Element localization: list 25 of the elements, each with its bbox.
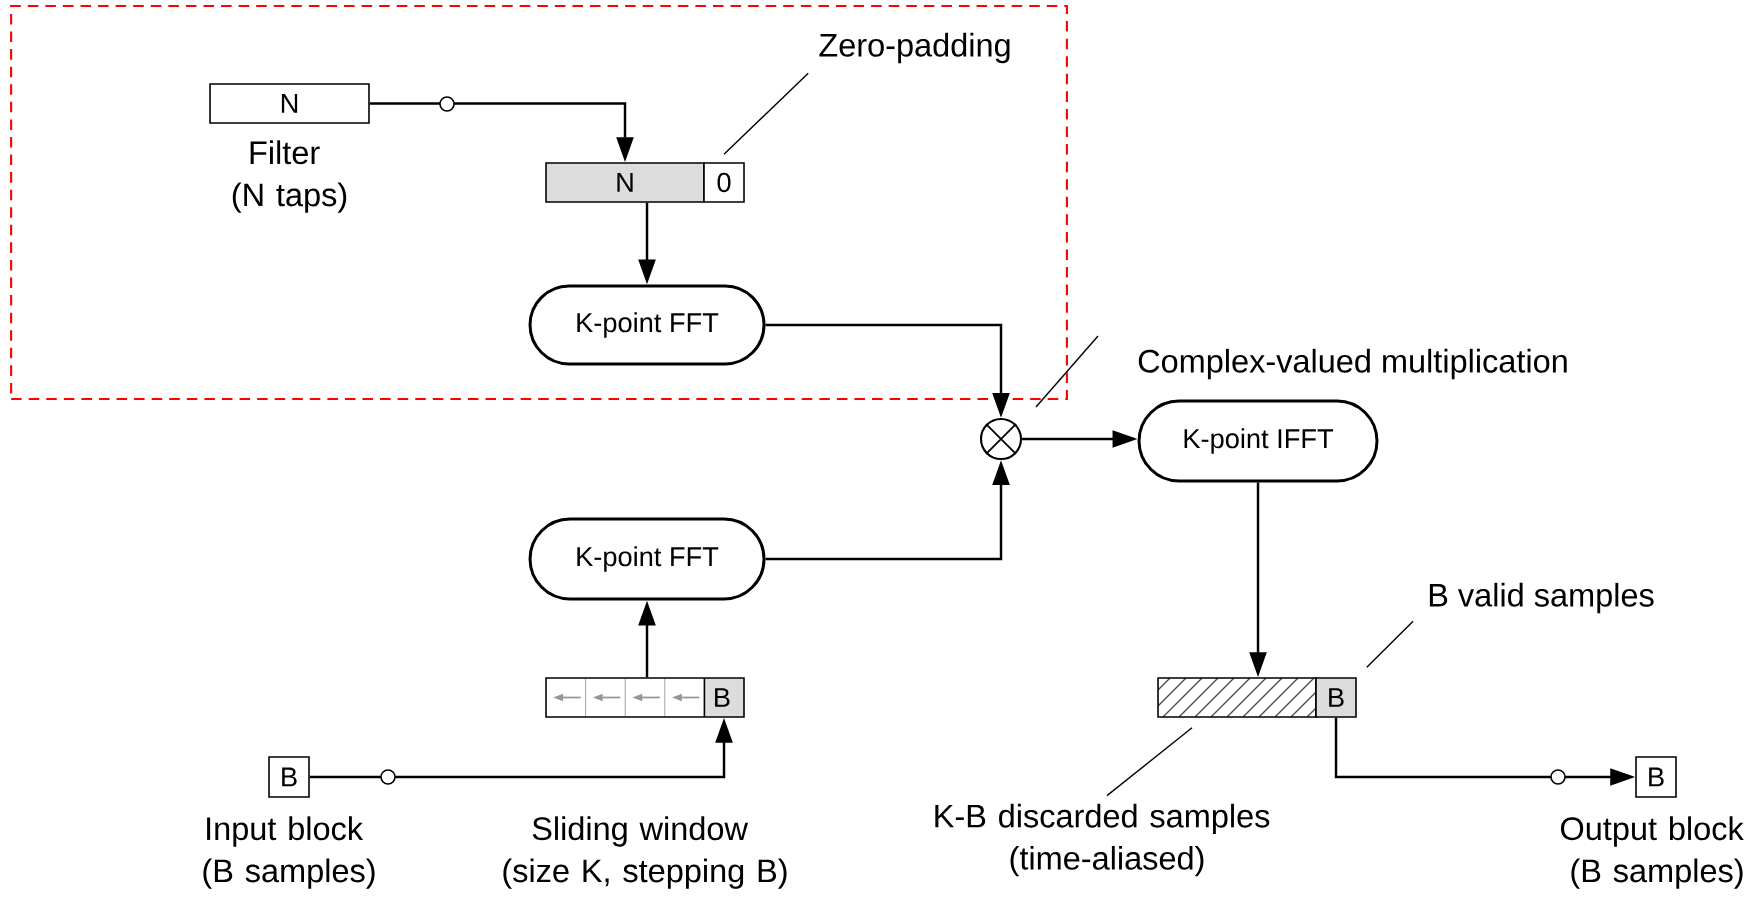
- leader-line: [1106, 727, 1193, 797]
- leader-line: [723, 72, 809, 155]
- process-box: K-point IFFT: [1137, 399, 1379, 483]
- hatched-bar: [1157, 677, 1317, 718]
- buffer-cell: B: [268, 756, 310, 798]
- buffer-cell: B: [1315, 677, 1357, 718]
- node-caption: Output block (B samples): [1561, 816, 1744, 889]
- annotation-label: B valid samples: [1429, 582, 1654, 614]
- process-box: K-point FFT: [528, 284, 766, 366]
- multiplier-symbol: [979, 417, 1023, 461]
- buffer-cell: N: [545, 162, 705, 203]
- dashed-region: [10, 4, 1068, 400]
- buffer-cell: B: [1635, 756, 1677, 798]
- leader-line: [1366, 620, 1414, 668]
- node-caption: Input block (B samples): [203, 816, 375, 889]
- node-caption: Filter (N taps): [232, 140, 347, 213]
- annotation-label: Complex-valued multiplication: [1138, 348, 1567, 380]
- node-caption: Sliding window (size K, stepping B): [503, 816, 787, 889]
- sliding-window: B: [545, 677, 745, 718]
- buffer-cell: N: [209, 83, 370, 124]
- buffer-cell: 0: [703, 162, 745, 203]
- leader-line: [1035, 335, 1099, 408]
- annotation-label: Zero-padding: [819, 32, 1010, 64]
- process-box: K-point FFT: [528, 517, 766, 601]
- annotation-label: K-B discarded samples (time-aliased): [935, 803, 1270, 877]
